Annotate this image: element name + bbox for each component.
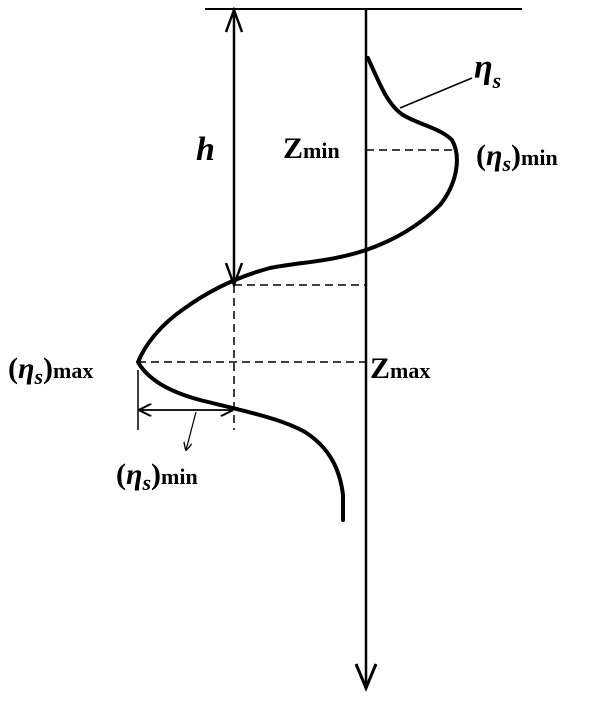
z-min-label: Zmin [283,132,340,165]
eta-profile-curve [136,56,459,522]
width-label-leader [186,411,197,450]
h-label: h [196,131,215,168]
eta-s-min-bottom-label: (ηs)min [116,458,198,495]
z-max-label: Zmax [370,352,430,385]
eta-s-min-right-label: (ηs)min [476,139,558,176]
eta-s-max-label: (ηs)max [8,352,93,389]
depth-axis-arrowhead [354,663,378,692]
eta-leader-line [399,77,473,109]
h-arrow-top-head [224,6,244,33]
eta-label-top: ηs [474,49,501,93]
